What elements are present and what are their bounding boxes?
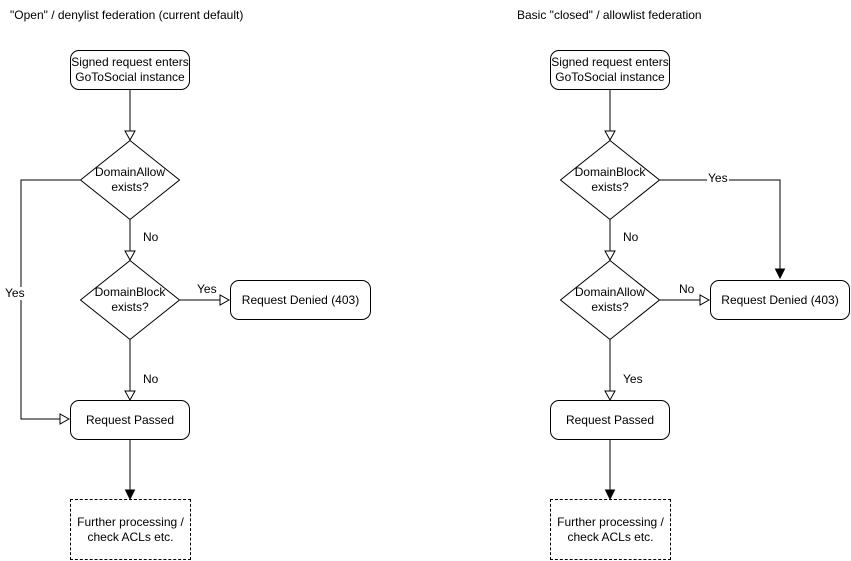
- chart-title-left: "Open" / denylist federation (current de…: [10, 8, 244, 22]
- node-right-denied: Request Denied (403): [710, 280, 850, 320]
- edge-right-decision1-yes-to-denied: [660, 179, 781, 269]
- node-left-denied-label: Request Denied (403): [241, 292, 360, 307]
- node-right-passed: Request Passed: [550, 400, 670, 440]
- arrowhead-filled-right-denied-top: [774, 268, 786, 280]
- edge-label-left-decision2-yes: Yes: [196, 282, 218, 296]
- arrowhead-open-left-denied: [219, 294, 231, 306]
- node-left-start: Signed request enters GoToSocial instanc…: [70, 50, 190, 90]
- node-left-denied: Request Denied (403): [230, 280, 371, 320]
- edge-label-left-decision2-no: No: [142, 372, 160, 386]
- node-left-passed: Request Passed: [70, 400, 190, 440]
- node-right-decision2: DomainAllow exists?: [560, 260, 660, 340]
- node-left-start-label: Signed request enters GoToSocial instanc…: [71, 55, 189, 84]
- node-left-further-label: Further processing / check ACLs etc.: [77, 514, 184, 544]
- arrowhead-open-right-decision2: [604, 250, 616, 262]
- node-right-decision1: DomainBlock exists?: [560, 140, 660, 220]
- node-right-decision1-label: DomainBlock exists?: [574, 165, 646, 194]
- arrowhead-open-left-decision1: [124, 130, 136, 142]
- diamond-shape: [560, 140, 660, 220]
- diamond-shape: [80, 260, 180, 340]
- edge-label-left-decision1-yes: Yes: [4, 286, 26, 300]
- diamond-shape: [80, 140, 180, 220]
- chart-title-right: Basic "closed" / allowlist federation: [517, 8, 702, 22]
- arrowhead-filled-right-further: [604, 489, 616, 501]
- edge-left-decision1-yes-to-passed: [20, 179, 80, 420]
- node-right-further: Further processing / check ACLs etc.: [550, 499, 671, 560]
- arrowhead-open-left-passed-side: [59, 413, 71, 425]
- node-right-start: Signed request enters GoToSocial instanc…: [550, 50, 670, 90]
- edge-label-right-decision2-no: No: [678, 282, 696, 296]
- arrowhead-open-left-passed: [124, 390, 136, 402]
- edge-label-right-decision2-yes: Yes: [622, 372, 644, 386]
- node-left-decision2-label: DomainBlock exists?: [94, 285, 166, 314]
- arrowhead-open-left-decision2: [124, 250, 136, 262]
- edge-label-right-decision1-no: No: [622, 230, 640, 244]
- node-right-further-label: Further processing / check ACLs etc.: [557, 514, 664, 544]
- node-right-decision2-label: DomainAllow exists?: [574, 285, 646, 314]
- diamond-shape: [560, 260, 660, 340]
- arrowhead-open-right-decision1: [604, 130, 616, 142]
- node-left-decision1: DomainAllow exists?: [80, 140, 180, 220]
- node-left-decision2: DomainBlock exists?: [80, 260, 180, 340]
- node-left-passed-label: Request Passed: [85, 412, 175, 427]
- node-left-decision1-label: DomainAllow exists?: [94, 165, 166, 194]
- arrowhead-open-right-passed: [604, 390, 616, 402]
- arrowhead-filled-left-further: [124, 489, 136, 501]
- node-right-denied-label: Request Denied (403): [721, 292, 839, 307]
- node-right-passed-label: Request Passed: [565, 412, 655, 427]
- arrowhead-open-right-denied: [699, 294, 711, 306]
- node-left-further: Further processing / check ACLs etc.: [70, 499, 191, 560]
- node-right-start-label: Signed request enters GoToSocial instanc…: [551, 55, 669, 84]
- edge-label-left-decision1-no: No: [142, 230, 160, 244]
- edge-label-right-decision1-yes: Yes: [707, 171, 729, 185]
